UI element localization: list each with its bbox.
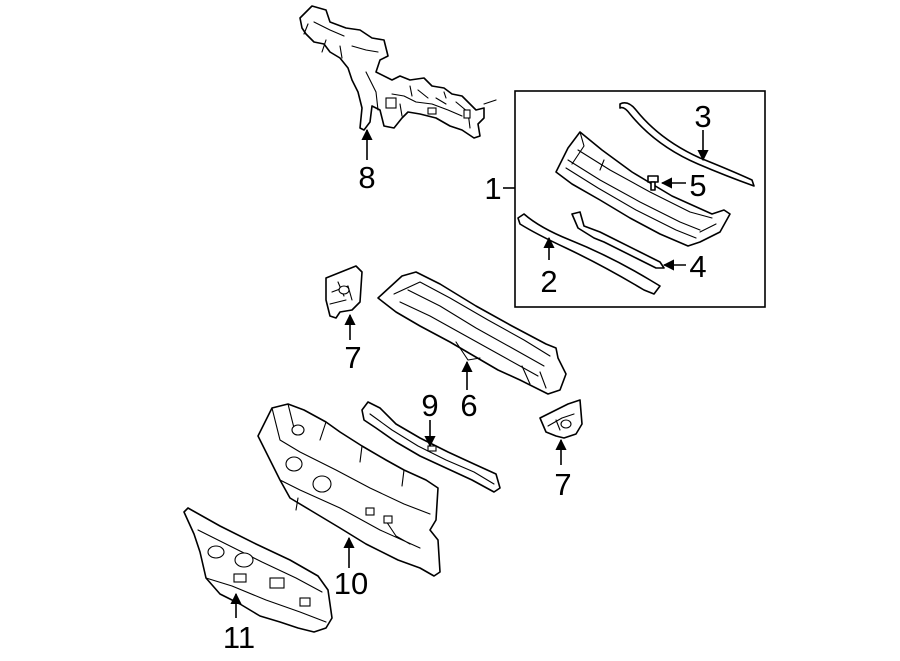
callout-3: 3: [694, 99, 711, 134]
part-7-bracket-right: [539, 399, 583, 439]
cowl-assembly-box: [514, 90, 766, 308]
part-6-cowl-lower: [377, 271, 567, 395]
part-5-clip: [647, 175, 659, 191]
part-3-seal: [619, 102, 755, 187]
part-8-panel-frame: [299, 5, 497, 139]
callout-2: 2: [540, 264, 557, 299]
callout-8: 8: [358, 160, 375, 195]
callout-7b: 7: [554, 467, 571, 502]
callout-7a: 7: [344, 340, 361, 375]
callout-10: 10: [334, 566, 368, 601]
callout-6: 6: [460, 388, 477, 423]
part-11-insulator: [183, 507, 333, 633]
part-4-bracket: [571, 211, 665, 269]
callout-11: 11: [223, 620, 255, 655]
part-7-bracket-left: [325, 265, 363, 319]
callout-4: 4: [689, 249, 706, 284]
callout-1: 1: [484, 171, 501, 206]
callout-5: 5: [689, 168, 706, 203]
part-1-cowl-panel: [555, 131, 731, 247]
callout-9: 9: [421, 388, 438, 423]
part-10-dash-panel: [257, 403, 441, 577]
